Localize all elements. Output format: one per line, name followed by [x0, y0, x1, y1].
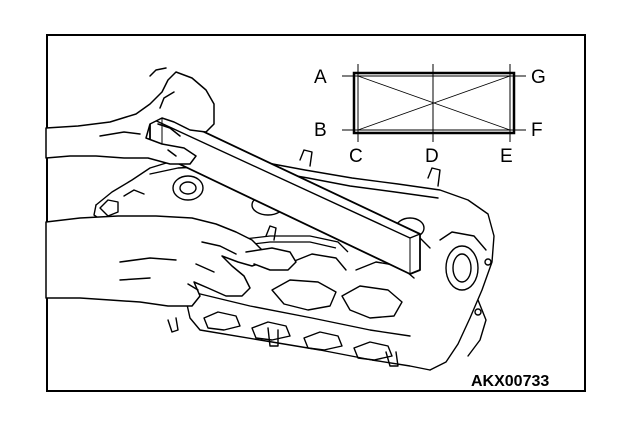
lower-hand — [45, 215, 297, 307]
point-label-b: B — [314, 120, 327, 141]
pattern-outer-rect — [352, 71, 516, 135]
point-label-g: G — [531, 67, 546, 88]
point-label-e: E — [500, 146, 513, 167]
point-label-c: C — [349, 146, 363, 167]
figure-code: AKX00733 — [471, 373, 549, 390]
point-label-f: F — [531, 120, 543, 141]
point-label-d: D — [425, 146, 439, 167]
upper-hand — [45, 67, 215, 165]
pattern-diagonal-2 — [357, 75, 511, 131]
point-label-a: A — [314, 67, 327, 88]
measurement-pattern — [342, 64, 526, 142]
